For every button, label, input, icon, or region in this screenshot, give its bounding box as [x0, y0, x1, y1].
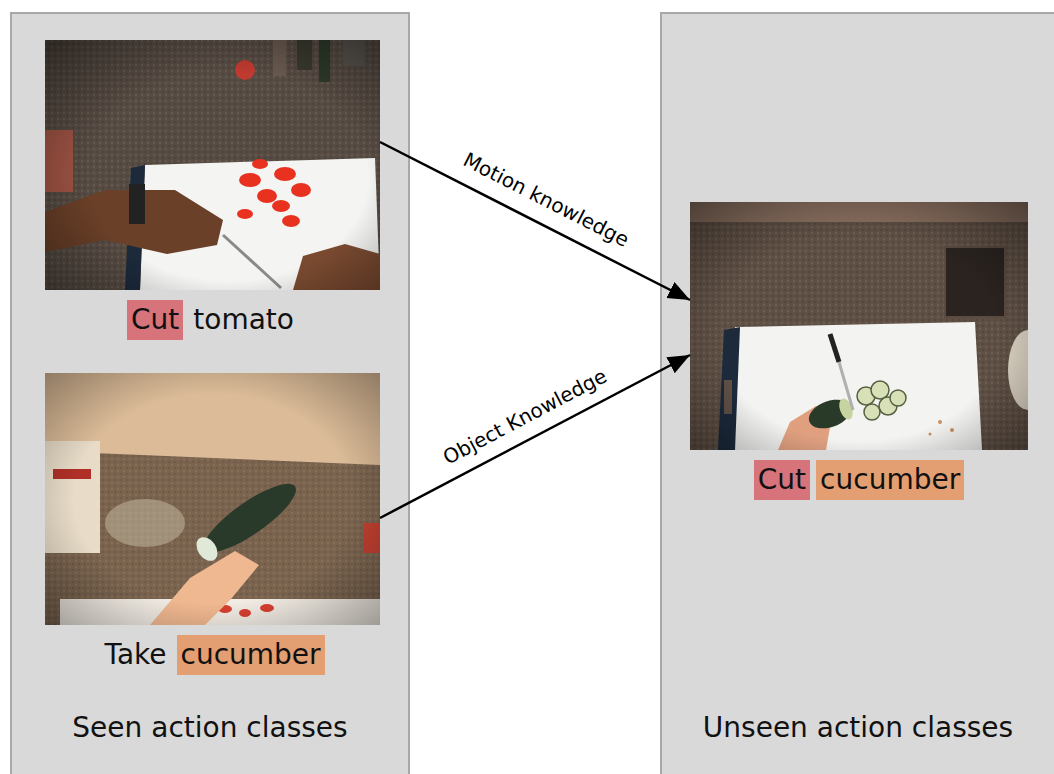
highlighted-word: Cut	[127, 300, 183, 340]
knowledge-arrow	[380, 142, 690, 300]
countertop	[45, 373, 380, 625]
countertop-texture	[690, 202, 1028, 450]
clip-caption: Cuttomato	[45, 300, 380, 340]
clip-caption: Cutcucumber	[690, 460, 1028, 500]
countertop-texture	[45, 373, 380, 625]
cut-cucumber-photo	[690, 202, 1028, 450]
countertop	[45, 40, 380, 290]
highlighted-word: cucumber	[177, 635, 325, 675]
caption-word: tomato	[189, 300, 298, 340]
tomato-photo	[45, 40, 380, 290]
vignette	[690, 202, 1028, 450]
countertop	[690, 202, 1028, 450]
edge-label: Object Knowledge	[437, 364, 612, 471]
cucumber-photo	[45, 373, 380, 625]
highlighted-word: Cut	[754, 460, 810, 500]
panel-title: Unseen action classes	[703, 711, 1013, 745]
vignette	[45, 40, 380, 290]
countertop-texture	[45, 40, 380, 290]
panel-title: Seen action classes	[72, 711, 347, 745]
vignette	[45, 373, 380, 625]
edge-label: Motion knowledge	[458, 147, 635, 252]
clip-caption: Takecucumber	[45, 635, 380, 675]
caption-word: Take	[100, 635, 170, 675]
highlighted-word: cucumber	[816, 460, 964, 500]
knowledge-arrow	[380, 355, 690, 518]
